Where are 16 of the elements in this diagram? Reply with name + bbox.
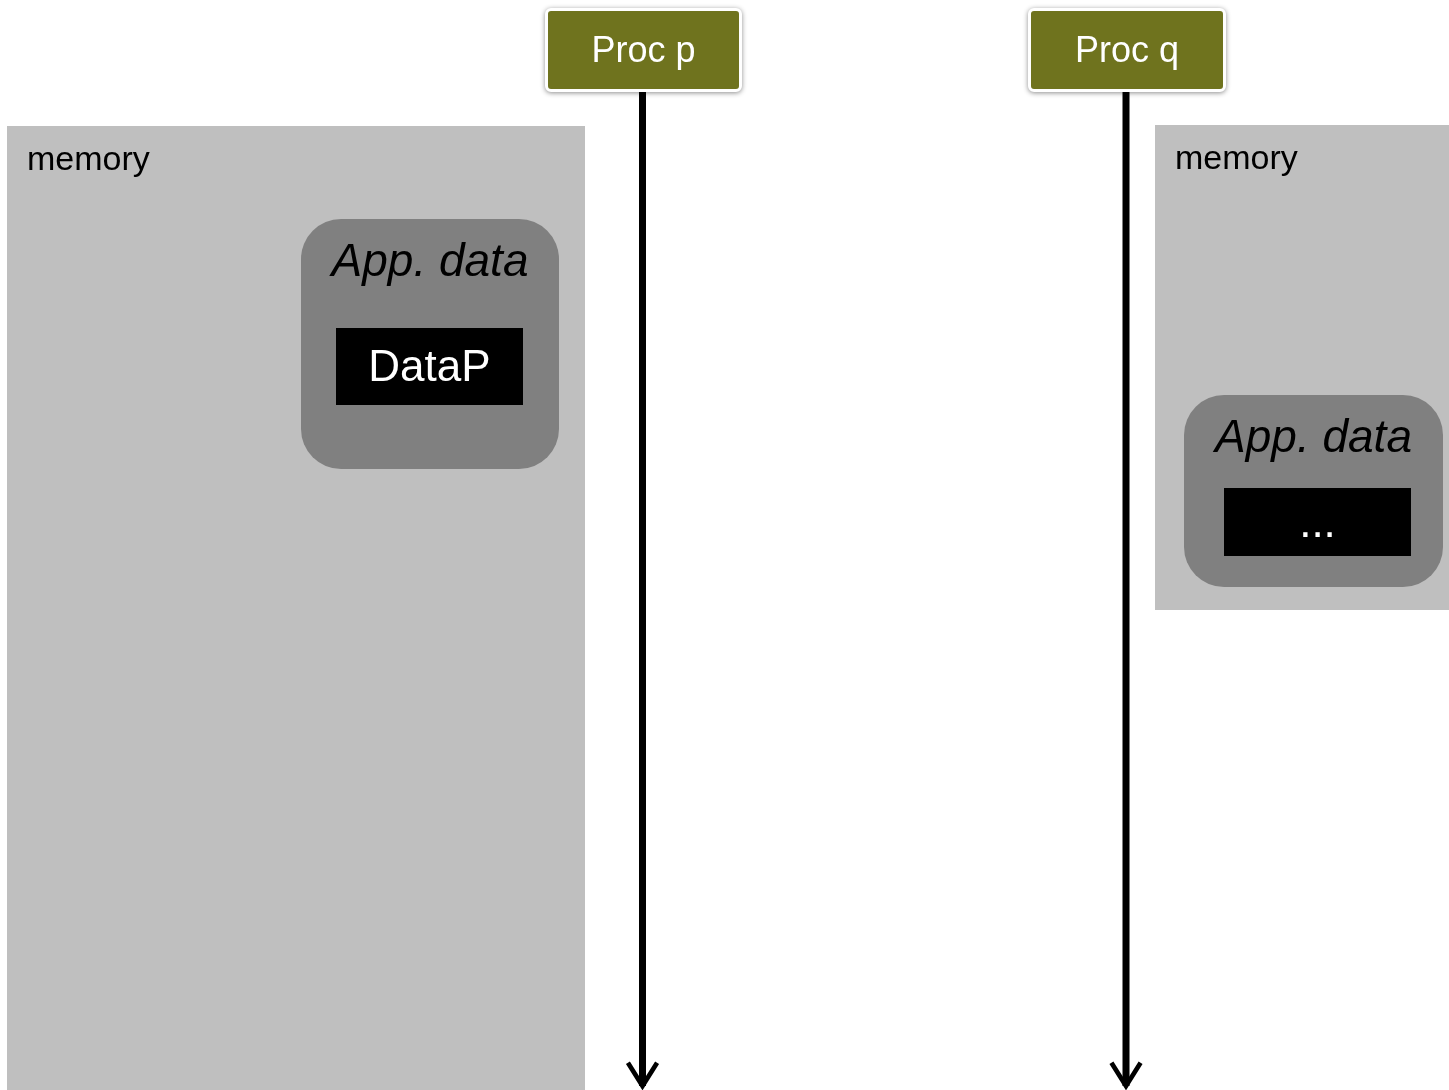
process-label: Proc q — [1074, 30, 1179, 70]
data-label: DataP — [368, 342, 491, 391]
data-label: ... — [1299, 497, 1336, 547]
process-box — [545, 8, 742, 92]
data-block — [1224, 488, 1411, 556]
process-label: Proc p — [591, 30, 696, 70]
process-box — [1028, 8, 1226, 92]
app-data-label: App. data — [1212, 411, 1413, 462]
app-data-box — [301, 219, 559, 469]
data-block — [336, 328, 523, 405]
app-data-label: App. data — [328, 235, 530, 286]
memory-panel — [7, 126, 585, 1090]
memory-panel — [1155, 125, 1449, 610]
memory-label: memory — [1175, 139, 1298, 177]
memory-label: memory — [27, 140, 150, 178]
app-data-box — [1184, 395, 1443, 587]
